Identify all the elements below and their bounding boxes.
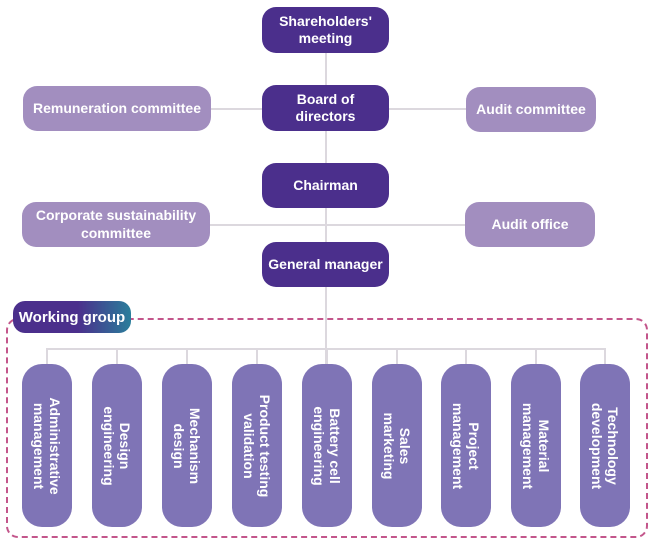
working-group-border — [6, 318, 648, 538]
department-box[interactable]: Administrative management — [22, 364, 72, 527]
department-drop-connector — [326, 348, 328, 364]
department-drop-connector — [465, 348, 467, 364]
department-box[interactable]: Product testing validation — [232, 364, 282, 527]
sustainability-committee-label: Corporate sustainability committee — [35, 207, 197, 241]
department-box[interactable]: Sales marketing — [372, 364, 422, 527]
general-manager-box[interactable]: General manager — [262, 242, 389, 287]
department-label: Material management — [520, 402, 553, 489]
chairman-label: Chairman — [293, 176, 358, 193]
department-label: Project management — [450, 402, 483, 489]
department-drop-connector — [396, 348, 398, 364]
department-label: Mechanism design — [171, 407, 204, 484]
chairman-office-connector — [209, 224, 467, 226]
remuneration-committee-label: Remuneration committee — [32, 99, 202, 116]
board-of-directors-box[interactable]: Board of directors — [262, 85, 389, 131]
department-box[interactable]: Design engineering — [92, 364, 142, 527]
department-drop-connector — [116, 348, 118, 364]
general-manager-label: General manager — [268, 255, 383, 272]
department-box[interactable]: Technology development — [580, 364, 630, 527]
remuneration-committee-box[interactable]: Remuneration committee — [23, 86, 211, 131]
audit-office-label: Audit office — [491, 215, 569, 232]
department-label: Technology development — [589, 402, 622, 489]
department-box[interactable]: Material management — [511, 364, 561, 527]
shareholders-meeting-box[interactable]: Shareholders' meeting — [262, 7, 389, 53]
department-drop-connector — [46, 348, 48, 364]
department-box[interactable]: Project management — [441, 364, 491, 527]
shareholders-meeting-label: Shareholders' meeting — [279, 12, 372, 47]
department-label: Sales marketing — [381, 412, 414, 479]
department-label: Battery cell engineering — [311, 405, 344, 486]
department-box[interactable]: Mechanism design — [162, 364, 212, 527]
audit-committee-box[interactable]: Audit committee — [466, 87, 596, 132]
department-label: Administrative management — [31, 396, 64, 495]
department-drop-connector — [535, 348, 537, 364]
department-label: Product testing validation — [241, 394, 274, 497]
department-drop-connector — [256, 348, 258, 364]
department-drop-connector — [186, 348, 188, 364]
audit-office-box[interactable]: Audit office — [465, 202, 595, 247]
working-group-label: Working group — [18, 308, 126, 326]
department-box[interactable]: Battery cell engineering — [302, 364, 352, 527]
department-drop-connector — [604, 348, 606, 364]
sustainability-committee-box[interactable]: Corporate sustainability committee — [22, 202, 210, 247]
working-group-badge: Working group — [13, 301, 131, 333]
board-of-directors-label: Board of directors — [295, 90, 356, 125]
chairman-box[interactable]: Chairman — [262, 163, 389, 208]
audit-committee-label: Audit committee — [476, 100, 586, 117]
department-label: Design engineering — [101, 405, 134, 486]
